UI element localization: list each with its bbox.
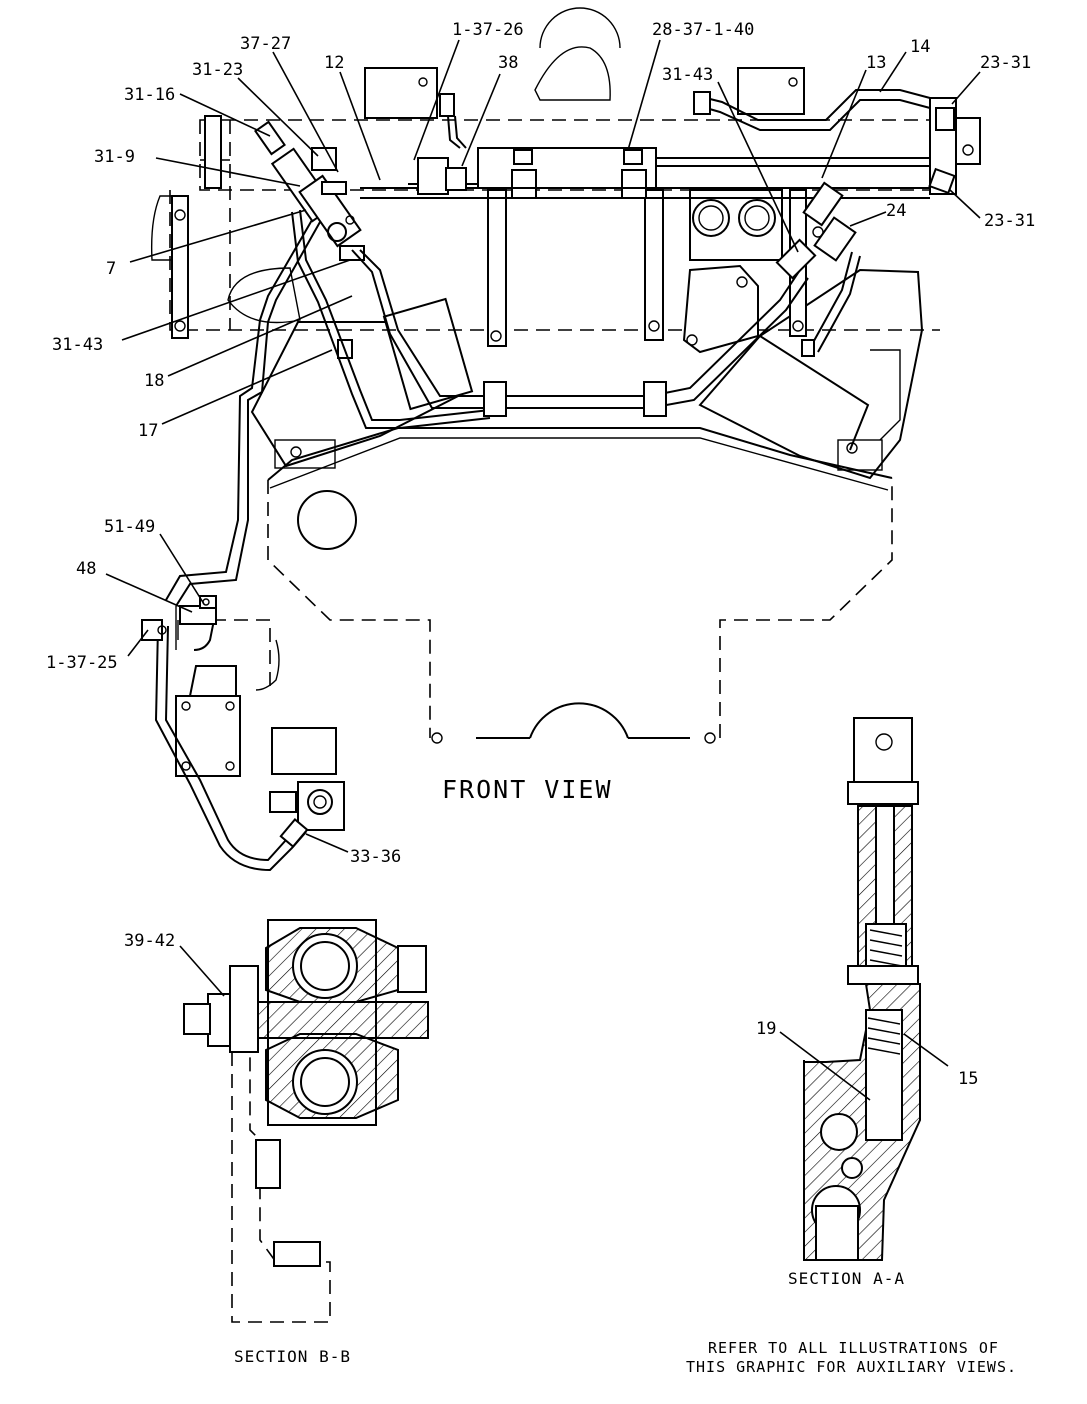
section-aa-title: SECTION A-A (788, 1269, 905, 1288)
callout-23-31-right: 23-31 (984, 211, 1035, 231)
callout-23-31-top: 23-31 (980, 53, 1031, 73)
right-injector-assembly (775, 181, 861, 357)
bolt-hatch (231, 1001, 429, 1039)
center-bracket-left (487, 189, 507, 347)
note-line-1: REFER TO ALL ILLUSTRATIONS OF (708, 1339, 999, 1357)
callout-37-27: 37-27 (240, 34, 291, 54)
callout-24: 24 (886, 201, 906, 221)
callout-31-43-left: 31-43 (52, 335, 103, 355)
block-bore (297, 490, 357, 550)
solenoid-box (271, 727, 337, 775)
front-view-title: FRONT VIEW (442, 775, 613, 804)
intake-dome (534, 46, 611, 101)
engine-block-outline (267, 478, 893, 738)
callout-labels: 37-27 1-37-26 28-37-1-40 31-23 12 38 31-… (46, 20, 1035, 1089)
callout-17: 17 (138, 421, 158, 441)
note-line-2: THIS GRAPHIC FOR AUXILIARY VIEWS. (686, 1358, 1017, 1376)
left-valve-cover (382, 297, 474, 411)
valve-plunger (865, 1009, 903, 1141)
callout-15: 15 (958, 1069, 978, 1089)
callout-51-49: 51-49 (104, 517, 155, 537)
callout-1-37-25: 1-37-25 (46, 653, 118, 673)
callout-31-16: 31-16 (124, 85, 175, 105)
callout-33-36: 33-36 (350, 847, 401, 867)
section-aa (803, 717, 921, 1261)
callout-14: 14 (910, 37, 930, 57)
pump-cover-plate (175, 695, 241, 777)
lower-left-pump (141, 595, 345, 872)
callout-18: 18 (144, 371, 164, 391)
callout-48: 48 (76, 559, 96, 579)
callout-13: 13 (866, 53, 886, 73)
callout-31-43-top: 31-43 (662, 65, 713, 85)
section-bb-title: SECTION B-B (234, 1347, 351, 1366)
callout-31-9: 31-9 (94, 147, 135, 167)
callout-19: 19 (756, 1019, 776, 1039)
callout-38: 38 (498, 53, 518, 73)
left-injector-assembly (254, 120, 365, 359)
center-bracket-right (644, 189, 664, 341)
callout-7: 7 (106, 259, 116, 279)
section-bb (183, 919, 429, 1323)
crank-bore-arc (529, 702, 629, 739)
callout-1-37-26: 1-37-26 (452, 20, 524, 40)
leader-lines (105, 39, 981, 1101)
callout-12: 12 (324, 53, 344, 73)
callout-28-37-1-40: 28-37-1-40 (652, 20, 754, 40)
callout-39-42: 39-42 (124, 931, 175, 951)
callout-31-23: 31-23 (192, 60, 243, 80)
